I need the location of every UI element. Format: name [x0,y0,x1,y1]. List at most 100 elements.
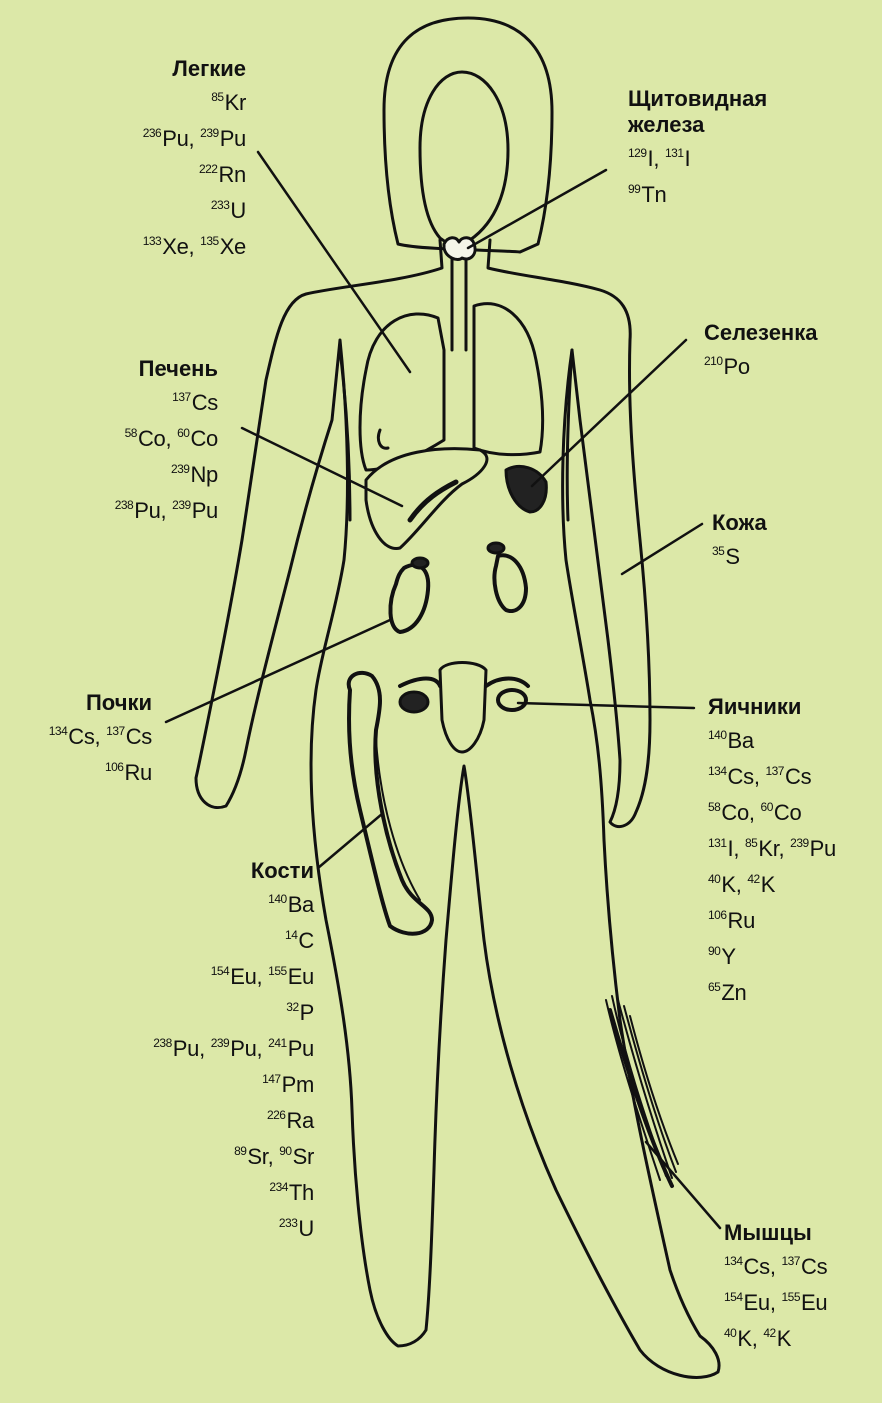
element-symbol: Cs [785,764,811,789]
isotope-line: 134Cs, 137Cs [49,716,152,752]
mass-number: 65 [708,980,720,994]
isotope-list: 137Cs58Co, 60Co239Np238Pu, 239Pu [115,382,218,526]
organ-title: Мышцы [724,1220,827,1246]
mass-number: 99 [628,182,640,196]
element-symbol: Ba [288,892,314,917]
element-symbol: Ru [124,760,152,785]
organ-title: Яичники [708,694,836,720]
mass-number: 239 [172,498,191,512]
mass-number: 155 [781,1290,800,1304]
isotope-line: 90Y [708,936,836,972]
mass-number: 60 [761,800,773,814]
mass-number: 239 [200,126,219,140]
element-symbol: I [685,146,691,171]
mass-number: 106 [105,760,124,774]
mass-number: 35 [712,544,724,558]
mass-number: 239 [211,1036,230,1050]
mass-number: 226 [267,1108,286,1122]
mass-number: 134 [49,724,68,738]
mass-number: 137 [765,764,784,778]
mass-number: 42 [747,872,759,886]
element-symbol: Ba [728,728,754,753]
mass-number: 89 [234,1144,246,1158]
left-lung [360,314,444,470]
isotope-line: 65Zn [708,972,836,1008]
organ-title: Легкие [143,56,246,82]
element-symbol: Po [724,354,750,379]
isotope-line: 238Pu, 239Pu [115,490,218,526]
thyroid-gland [444,238,475,260]
face-outline [420,72,508,244]
isotope-line: 14C [153,920,314,956]
element-symbol: Pu [230,1036,256,1061]
mass-number: 129 [628,146,647,160]
left-ovary [400,692,428,712]
mass-number: 14 [285,928,297,942]
isotope-line: 140Ba [153,884,314,920]
mass-number: 238 [153,1036,172,1050]
isotope-line: 134Cs, 137Cs [708,756,836,792]
mass-number: 236 [143,126,162,140]
element-symbol: Cs [126,724,152,749]
organ-label-spleen: Селезенка 210Po [704,320,817,382]
element-symbol: Ru [728,908,756,933]
organ-title: Селезенка [704,320,817,346]
isotope-line: 238Pu, 239Pu, 241Pu [153,1028,314,1064]
isotope-line: 137Cs [115,382,218,418]
isotope-line: 233U [143,190,246,226]
isotope-line: 133Xe, 135Xe [143,226,246,262]
organ-label-skin: Кожа 35S [712,510,767,572]
isotope-line: 140Ba [708,720,836,756]
isotope-line: 222Rn [143,154,246,190]
isotope-line: 233U [153,1208,314,1244]
mass-number: 233 [279,1216,298,1230]
element-symbol: Zn [721,980,746,1005]
element-symbol: Np [190,462,218,487]
organ-title: Щитовидная железа [628,86,767,138]
isotope-line: 226Ra [153,1100,314,1136]
hair-outline [384,18,552,252]
element-symbol: K [777,1326,791,1351]
element-symbol: U [298,1216,314,1241]
element-symbol: Eu [288,964,314,989]
mass-number: 239 [171,462,190,476]
element-symbol: C [298,928,314,953]
element-symbol: Co [190,426,218,451]
element-symbol: Cs [728,764,754,789]
isotope-line: 85Kr [143,82,246,118]
organ-title: Почки [49,690,152,716]
element-symbol: Cs [744,1254,770,1279]
mass-number: 131 [708,836,727,850]
mass-number: 154 [724,1290,743,1304]
organ-label-lungs: Легкие 85Kr236Pu, 239Pu222Rn233U133Xe, 1… [143,56,246,262]
element-symbol: Eu [744,1290,770,1315]
mass-number: 60 [177,426,189,440]
element-symbol: K [737,1326,751,1351]
right-lung [474,304,543,455]
element-symbol: Pu [134,498,160,523]
isotope-list: 210Po [704,346,817,382]
mass-number: 137 [106,724,125,738]
element-symbol: Co [721,800,749,825]
isotope-line: 40K, 42K [708,864,836,900]
element-symbol: I [728,836,734,861]
isotope-line: 58Co, 60Co [708,792,836,828]
element-symbol: Cs [192,390,218,415]
element-symbol: Xe [220,234,246,259]
mass-number: 140 [268,892,287,906]
element-symbol: Eu [230,964,256,989]
element-symbol: K [721,872,735,897]
mass-number: 137 [172,390,191,404]
isotope-line: 35S [712,536,767,572]
isotope-line: 32P [153,992,314,1028]
organ-title: Печень [115,356,218,382]
element-symbol: Eu [801,1290,827,1315]
element-symbol: Ra [286,1108,314,1133]
